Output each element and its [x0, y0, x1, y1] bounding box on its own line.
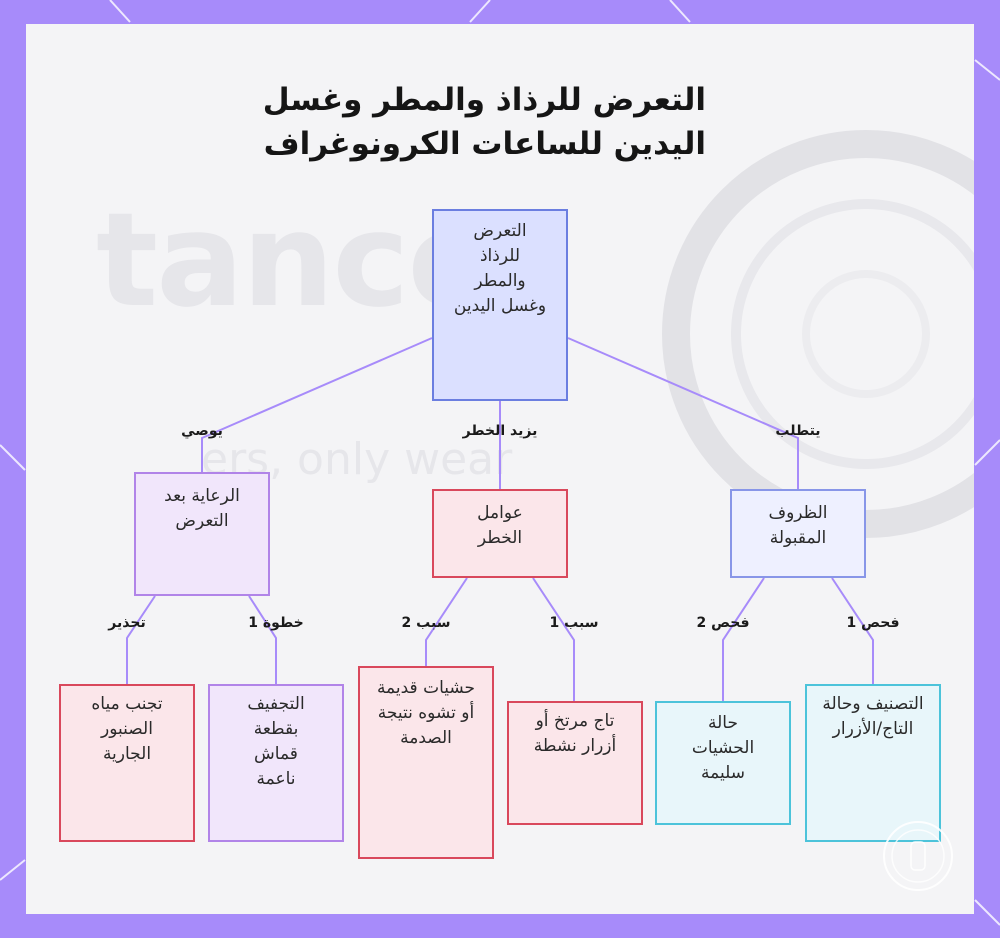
- node-risk-label: عوامل الخطر: [477, 503, 523, 548]
- diagram-title: التعرض للرذاذ والمطر وغسل اليدين للساعات…: [200, 78, 706, 166]
- edge-label-requires: يتطلب: [775, 423, 821, 439]
- watch-logo-icon: [883, 821, 953, 891]
- edge-care-dry: [248, 595, 277, 684]
- node-loose-crown: تاج مرتخ أو أزرار نشطة: [507, 701, 643, 825]
- watermark-text-1: tance: [96, 184, 496, 336]
- node-gaskets-ok: حالة الحشيات سليمة: [655, 701, 791, 825]
- edge-root-care: [201, 337, 433, 472]
- node-old-gaskets: حشيات قديمة أو تشوه نتيجة الصدمة: [358, 666, 494, 859]
- node-old-gaskets-label: حشيات قديمة أو تشوه نتيجة الصدمة: [376, 678, 476, 748]
- node-risk: عوامل الخطر: [432, 489, 568, 578]
- node-dry-cloth: التجفيف بقطعة قماش ناعمة: [208, 684, 344, 842]
- node-dry-cloth-label: التجفيف بقطعة قماش ناعمة: [247, 694, 305, 789]
- edge-label-cause2: سبب 2: [401, 615, 451, 631]
- edge-label-step1: خطوة 1: [248, 615, 304, 631]
- edge-risk-gaskets: [425, 577, 468, 666]
- node-care-label: الرعاية بعد التعرض: [164, 486, 240, 531]
- node-rating: التصنيف وحالة التاج/الأزرار: [805, 684, 941, 842]
- node-gaskets-ok-label: حالة الحشيات سليمة: [691, 713, 755, 783]
- node-conditions-label: الظروف المقبولة: [768, 503, 828, 548]
- edge-label-cause1: سبب 1: [549, 615, 599, 631]
- edge-cond-gaskets-ok: [722, 577, 765, 701]
- edge-root-conditions: [567, 337, 799, 489]
- edge-risk-crown: [532, 577, 575, 701]
- node-avoid-tap-water-label: تجنب مياه الصنبور الجارية: [91, 694, 163, 764]
- node-loose-crown-label: تاج مرتخ أو أزرار نشطة: [533, 711, 617, 756]
- node-root-label: التعرض للرذاذ والمطر وغسل اليدين: [453, 221, 547, 316]
- node-root: التعرض للرذاذ والمطر وغسل اليدين: [432, 209, 568, 401]
- node-rating-label: التصنيف وحالة التاج/الأزرار: [822, 694, 924, 739]
- edge-label-warning: تحذير: [108, 615, 146, 631]
- node-avoid-tap-water: تجنب مياه الصنبور الجارية: [59, 684, 195, 842]
- edge-label-increases-risk: يزيد الخطر: [462, 423, 538, 439]
- node-care: الرعاية بعد التعرض: [134, 472, 270, 596]
- watermark-watch-icon: [662, 130, 974, 538]
- node-conditions: الظروف المقبولة: [730, 489, 866, 578]
- edge-cond-rating: [831, 577, 874, 684]
- title-line-1: التعرض للرذاذ والمطر وغسل: [262, 82, 706, 118]
- edge-care-avoid: [126, 595, 156, 684]
- title-line-2: اليدين للساعات الكرونوغراف: [263, 126, 706, 162]
- edge-label-recommends: يوصي: [181, 423, 223, 439]
- edge-label-check2: فحص 2: [696, 615, 750, 631]
- edge-label-check1: فحص 1: [846, 615, 900, 631]
